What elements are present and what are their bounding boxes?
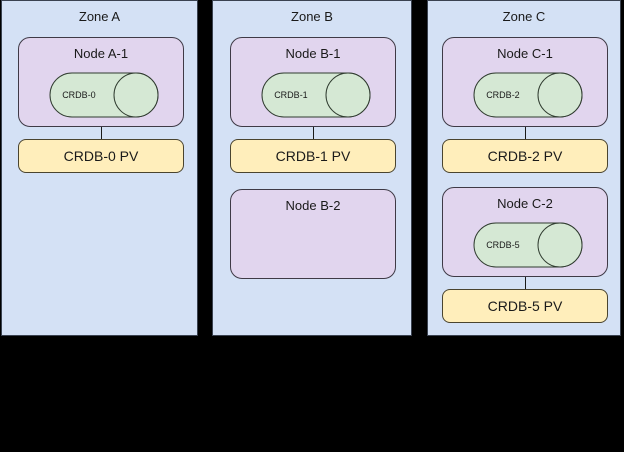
node-c-1[interactable]: Node C-1 CRDB-2 <box>442 37 608 127</box>
node-a-1[interactable]: Node A-1 CRDB-0 <box>18 37 184 127</box>
pv-crdb-2[interactable]: CRDB-2 PV <box>442 139 608 173</box>
zone-a-title: Zone A <box>78 9 121 24</box>
pv-crdb-5[interactable]: CRDB-5 PV <box>442 289 608 323</box>
node-c-2-title: Node C-2 <box>497 196 553 211</box>
cylinder-database-icon: CRDB-1 <box>261 72 371 118</box>
pv-label: CRDB-0 PV <box>63 148 139 164</box>
cylinder-database-icon: CRDB-2 <box>473 72 583 118</box>
node-c-1-title: Node C-1 <box>497 46 553 61</box>
zone-a: Zone A Node A-1 CRDB-0 CRDB-0 PV <box>1 0 198 336</box>
node-b-2[interactable]: Node B-2 <box>230 189 396 279</box>
zone-c: Zone C Node C-1 CRDB-2 CRDB-2 PV Node C-… <box>427 0 621 336</box>
connector-node-c-1-to-pv <box>525 127 526 139</box>
node-a-1-title: Node A-1 <box>73 46 129 61</box>
pv-label: CRDB-5 PV <box>487 298 563 314</box>
cylinder-database-icon: CRDB-0 <box>49 72 159 118</box>
pv-crdb-0[interactable]: CRDB-0 PV <box>18 139 184 173</box>
connector-node-c-2-to-pv <box>525 277 526 289</box>
node-b-2-title: Node B-2 <box>285 198 341 213</box>
connector-node-a-1-to-pv <box>101 127 102 139</box>
node-c-2[interactable]: Node C-2 CRDB-5 <box>442 187 608 277</box>
node-b-1[interactable]: Node B-1 CRDB-1 <box>230 37 396 127</box>
pv-crdb-1[interactable]: CRDB-1 PV <box>230 139 396 173</box>
zone-b-title: Zone B <box>291 9 333 24</box>
pv-label: CRDB-2 PV <box>487 148 563 164</box>
zone-c-title: Zone C <box>502 9 546 24</box>
pv-label: CRDB-1 PV <box>275 148 351 164</box>
node-b-1-title: Node B-1 <box>285 46 341 61</box>
connector-node-b-1-to-pv <box>313 127 314 139</box>
cylinder-database-icon: CRDB-5 <box>473 222 583 268</box>
zone-b: Zone B Node B-1 CRDB-1 CRDB-1 PV Node B-… <box>212 0 412 336</box>
